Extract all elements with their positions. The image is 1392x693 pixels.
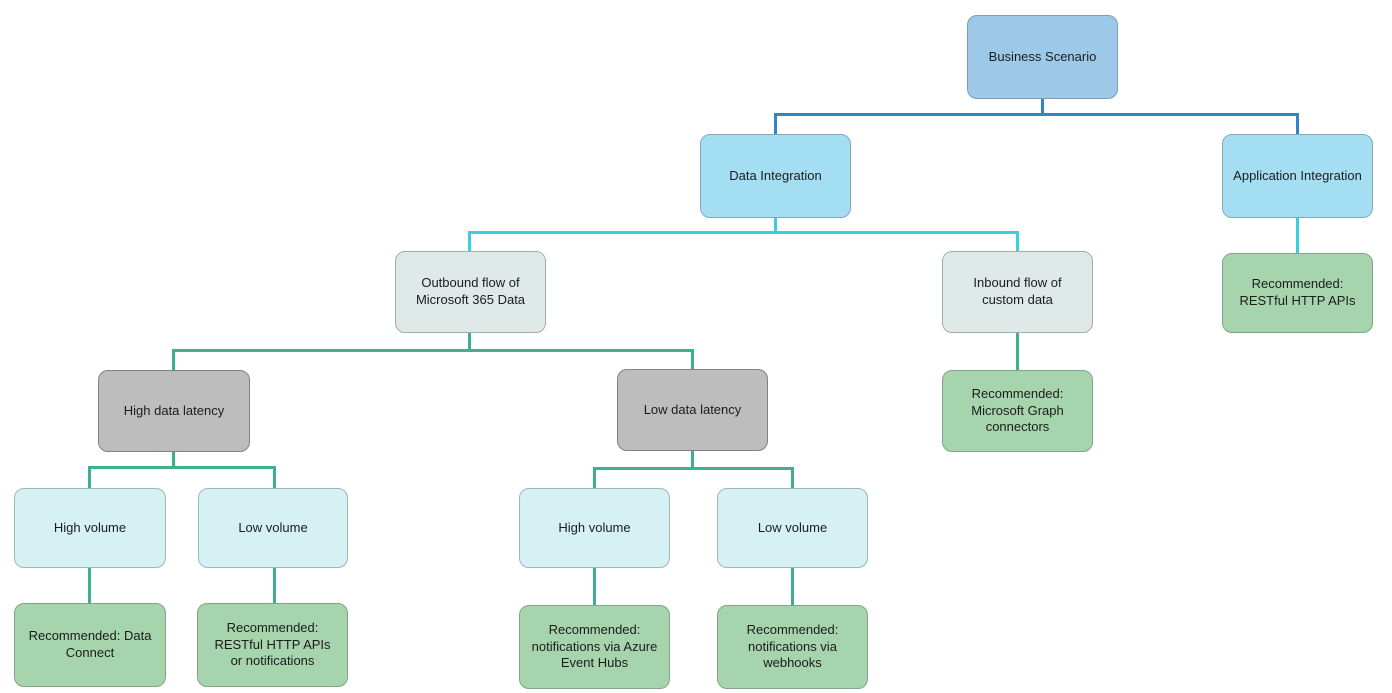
connector-to-low-volume-left bbox=[273, 466, 276, 488]
node-label: Recommended: notifications via webhooks bbox=[746, 621, 839, 671]
node-recommended-webhooks: Recommended: notifications via webhooks bbox=[717, 605, 868, 689]
node-high-data-latency: High data latency bbox=[98, 370, 250, 452]
node-recommended-graph-connectors: Recommended: Microsoft Graph connectors bbox=[942, 370, 1093, 452]
node-business-scenario: Business Scenario bbox=[967, 15, 1118, 99]
node-label: High data latency bbox=[123, 402, 225, 418]
node-label: High volume bbox=[558, 519, 631, 535]
connector-to-high-volume-left bbox=[88, 466, 91, 488]
connector-data-integration-stem bbox=[774, 218, 777, 233]
node-low-volume-low-latency: Low volume bbox=[717, 488, 868, 568]
connector-to-data-integration bbox=[774, 113, 777, 135]
node-outbound-flow: Outbound flow of Microsoft 365 Data bbox=[395, 251, 546, 333]
node-high-volume-high-latency: High volume bbox=[14, 488, 166, 568]
connector-outbound-stem bbox=[468, 333, 471, 351]
node-low-volume-high-latency: Low volume bbox=[198, 488, 348, 568]
connector-lowvol-left-to-rec bbox=[273, 568, 276, 603]
connector-appintegration-to-recommended bbox=[1296, 218, 1299, 254]
node-label: High volume bbox=[53, 519, 127, 535]
connector-to-high-latency bbox=[172, 349, 175, 371]
node-label: Application Integration bbox=[1233, 167, 1362, 183]
node-recommended-event-hubs: Recommended: notifications via Azure Eve… bbox=[519, 605, 670, 689]
node-label: Low volume bbox=[757, 519, 828, 535]
connector-inbound-to-rec bbox=[1016, 333, 1019, 370]
node-label: Recommended: RESTful HTTP APIs or notifi… bbox=[214, 619, 331, 669]
node-recommended-data-connect: Recommended: Data Connect bbox=[14, 603, 166, 687]
connector-root-stem bbox=[1041, 99, 1044, 115]
node-inbound-flow: Inbound flow of custom data bbox=[942, 251, 1093, 333]
node-recommended-restful-apis: Recommended: RESTful HTTP APIs bbox=[1222, 253, 1373, 333]
connector-latency-horizontal bbox=[172, 349, 694, 352]
node-data-integration: Data Integration bbox=[700, 134, 851, 218]
node-recommended-restful-or-notifications: Recommended: RESTful HTTP APIs or notifi… bbox=[197, 603, 348, 687]
node-high-volume-low-latency: High volume bbox=[519, 488, 670, 568]
node-label: Inbound flow of custom data bbox=[973, 275, 1062, 307]
node-label: Recommended: notifications via Azure Eve… bbox=[531, 621, 658, 671]
node-label: Business Scenario bbox=[988, 48, 1097, 64]
connector-lowvol-mid-to-rec bbox=[791, 568, 794, 605]
connector-highvol-left-to-rec bbox=[88, 568, 91, 603]
connector-highvol-mid-to-rec bbox=[593, 568, 596, 605]
connector-low-latency-horizontal bbox=[593, 467, 794, 470]
connector-root-horizontal bbox=[774, 113, 1299, 116]
node-application-integration: Application Integration bbox=[1222, 134, 1373, 218]
connector-to-low-latency bbox=[691, 349, 694, 370]
connector-to-low-volume-mid bbox=[791, 467, 794, 488]
connector-low-latency-stem bbox=[691, 451, 694, 469]
connector-high-latency-horizontal bbox=[88, 466, 276, 469]
node-label: Low data latency bbox=[643, 401, 742, 417]
connector-data-integration-horizontal bbox=[468, 231, 1019, 234]
node-low-data-latency: Low data latency bbox=[617, 369, 768, 451]
node-label: Recommended: Microsoft Graph connectors bbox=[971, 385, 1064, 435]
node-label: Recommended: RESTful HTTP APIs bbox=[1239, 276, 1356, 308]
connector-to-outbound-flow bbox=[468, 231, 471, 252]
connector-to-high-volume-mid bbox=[593, 467, 596, 488]
node-label: Data Integration bbox=[729, 167, 822, 183]
connector-to-inbound-flow bbox=[1016, 231, 1019, 252]
node-label: Low volume bbox=[238, 519, 308, 535]
connector-to-application-integration bbox=[1296, 113, 1299, 135]
connector-high-latency-stem bbox=[172, 452, 175, 468]
node-label: Outbound flow of Microsoft 365 Data bbox=[415, 275, 526, 307]
node-label: Recommended: Data Connect bbox=[28, 628, 152, 660]
